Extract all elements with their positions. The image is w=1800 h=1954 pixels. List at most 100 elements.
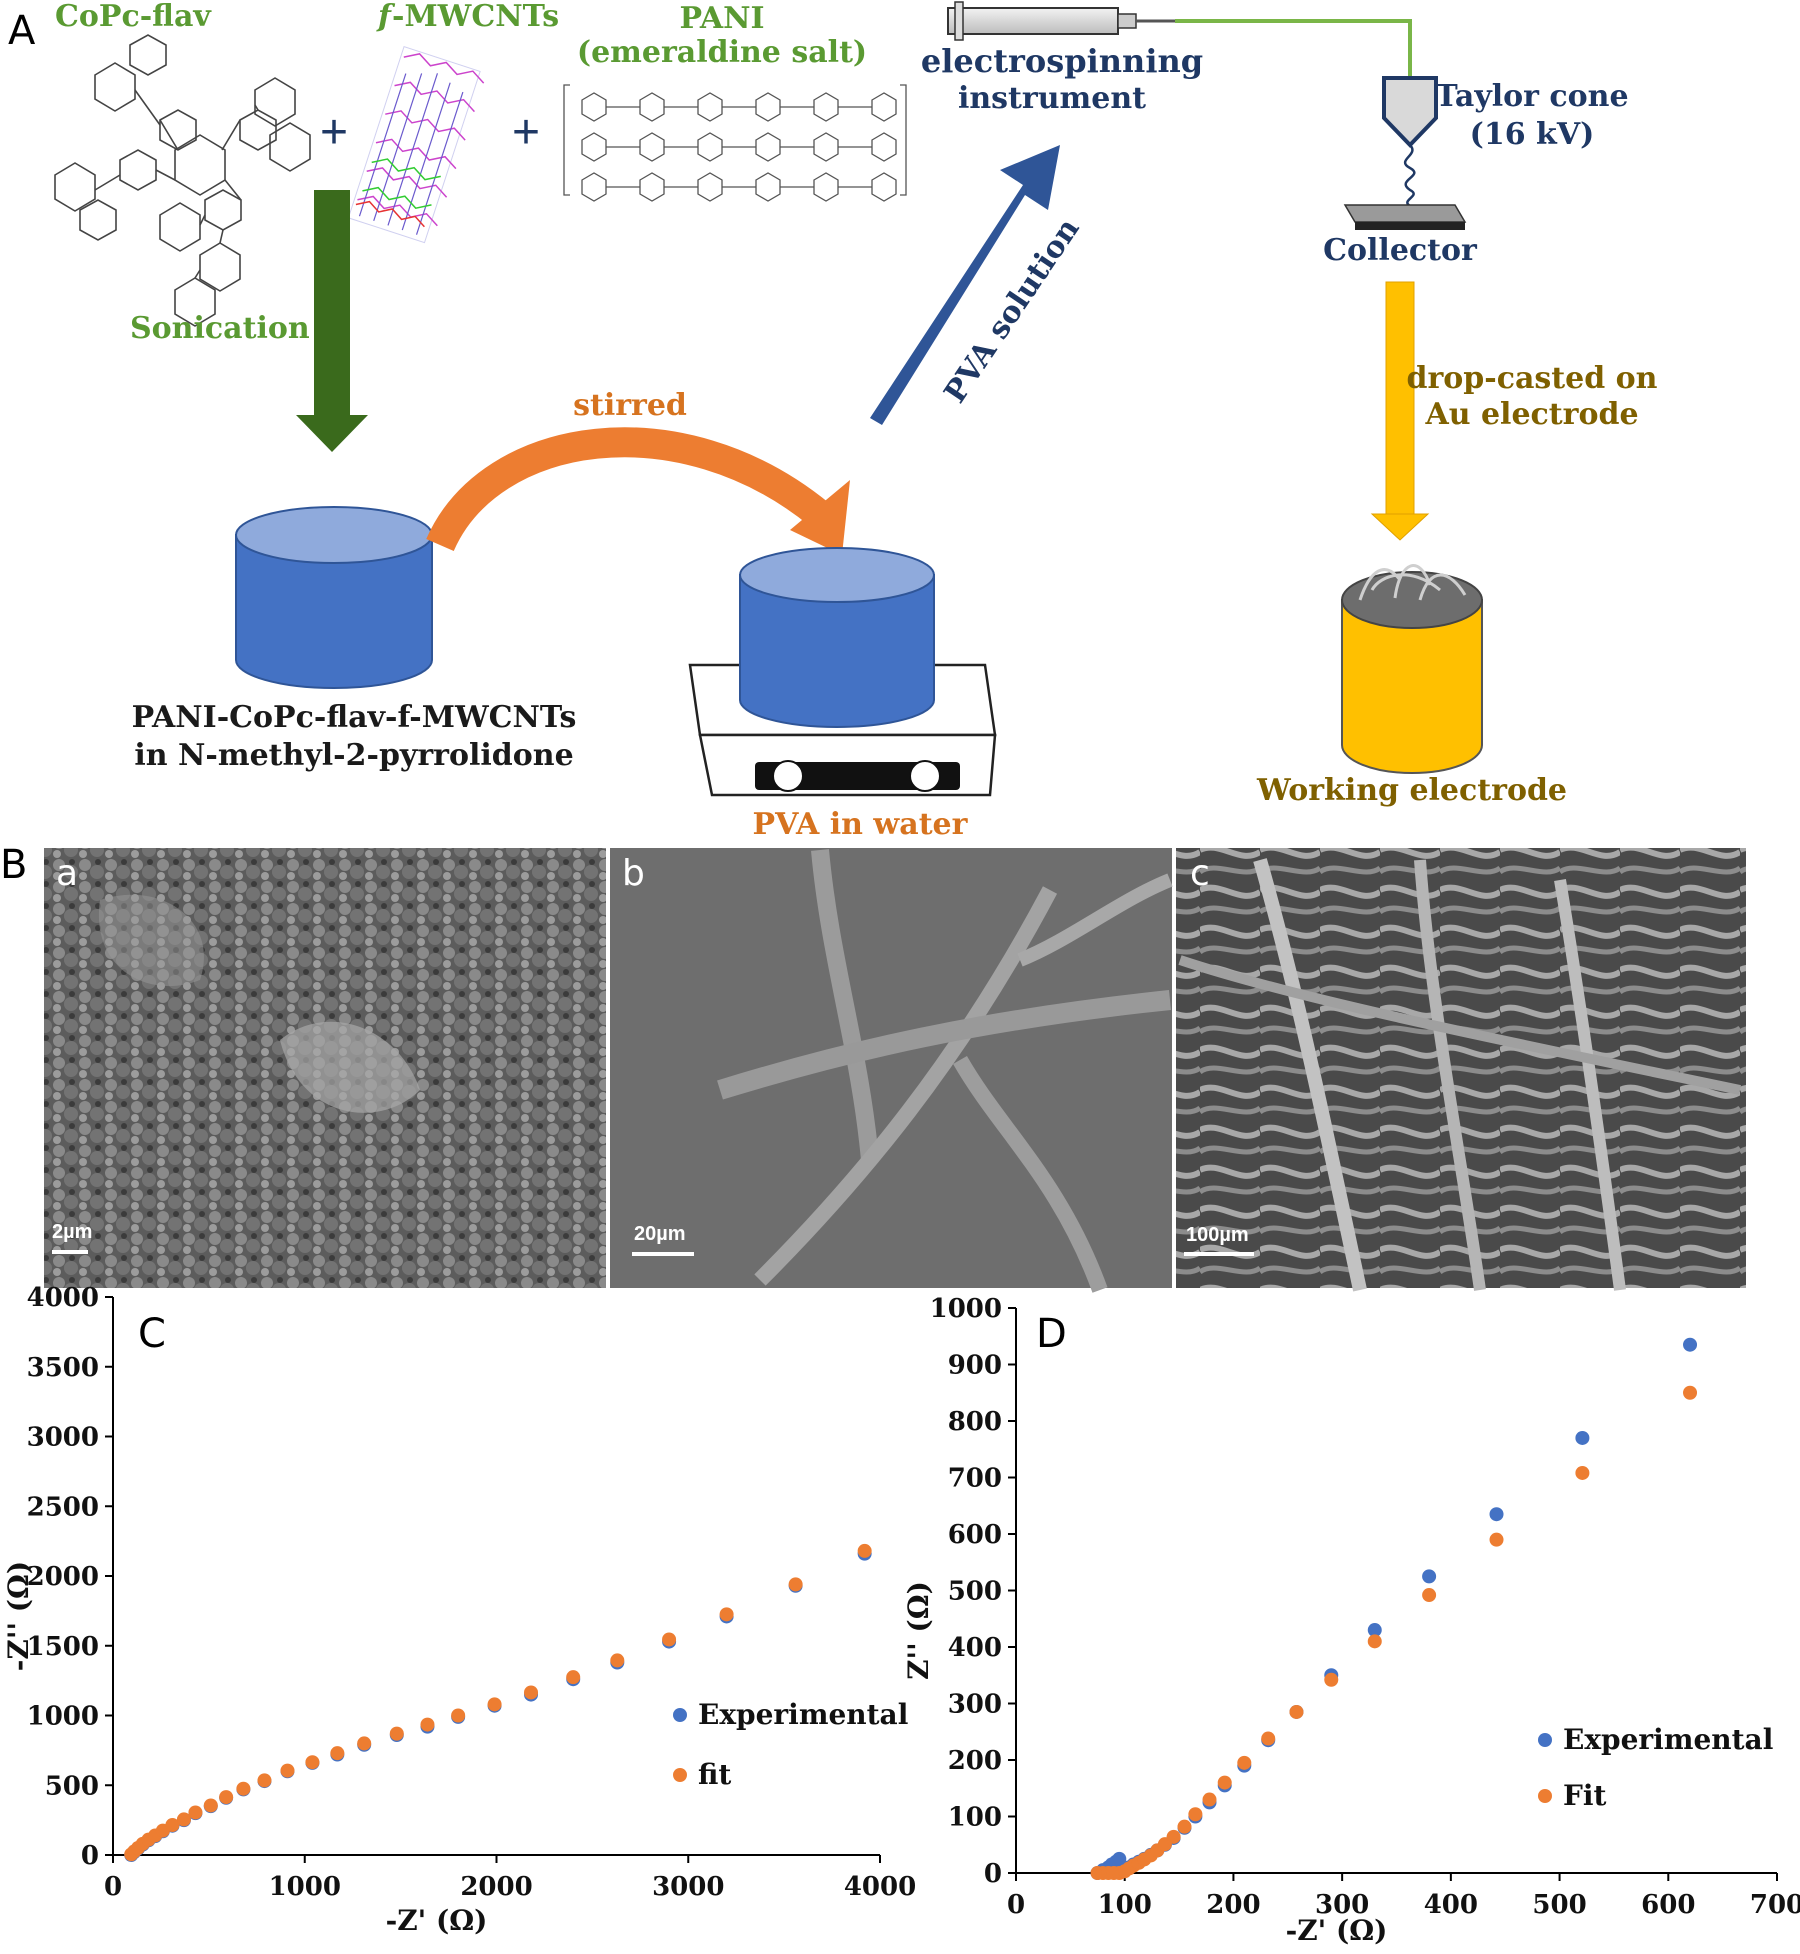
- data-point-fit: [1237, 1755, 1252, 1770]
- data-point-fit: [1289, 1704, 1304, 1719]
- data-point-fit: [1261, 1731, 1276, 1746]
- legend-label-experimental: Experimental: [1563, 1723, 1773, 1756]
- x-tick-label: 4000: [844, 1872, 916, 1902]
- drop-cast-label-line2: Au electrode: [1424, 397, 1638, 432]
- panel-label-b: B: [0, 842, 27, 888]
- legend-marker-experimental: [673, 1708, 687, 1722]
- pva-solution-label: PVA solution: [938, 212, 1087, 409]
- y-tick-label: 500: [948, 1577, 1002, 1607]
- sem-b-scalebar: [632, 1252, 694, 1256]
- sem-c-scalebar: [1184, 1252, 1254, 1256]
- data-point-experimental: [1489, 1507, 1504, 1522]
- legend-marker-fit: [1538, 1789, 1552, 1803]
- data-point-fit: [188, 1805, 203, 1820]
- data-point-fit: [420, 1717, 435, 1732]
- x-axis-label: -Z' (Ω): [386, 1904, 488, 1937]
- legend-marker-fit: [673, 1768, 687, 1782]
- y-tick-label: 400: [948, 1633, 1002, 1663]
- sem-image-a: [44, 848, 606, 1288]
- plus-sign-2: +: [512, 106, 540, 159]
- drop-cast-arrow: [1370, 281, 1430, 541]
- data-point-experimental: [1683, 1337, 1698, 1352]
- y-tick-label: 2500: [27, 1492, 99, 1522]
- data-point-experimental: [1575, 1430, 1590, 1445]
- y-tick-label: 3500: [27, 1353, 99, 1383]
- data-point-fit: [236, 1781, 251, 1796]
- y-tick-label: 0: [81, 1841, 99, 1871]
- y-tick-label: 800: [948, 1407, 1002, 1437]
- legend-label-fit: Fit: [1563, 1779, 1607, 1812]
- data-point-fit: [662, 1632, 677, 1647]
- sem-b-scale: 20µm: [634, 1223, 686, 1245]
- y-tick-label: 1000: [27, 1702, 99, 1732]
- x-axis-label: -Z' (Ω): [1286, 1914, 1388, 1947]
- data-point-fit: [610, 1653, 625, 1668]
- y-tick-label: 2000: [27, 1562, 99, 1592]
- drop-cast-label-line1: drop-casted on: [1406, 361, 1657, 396]
- data-point-fit: [330, 1746, 345, 1761]
- pani-structure: [563, 84, 907, 202]
- x-tick-label: 100: [1098, 1890, 1152, 1920]
- copc-flav-structure: [54, 34, 311, 327]
- sem-image-c: [1176, 848, 1746, 1292]
- data-point-fit: [1575, 1465, 1590, 1480]
- data-point-fit: [451, 1708, 466, 1723]
- sem-c-scale: 100µm: [1186, 1224, 1249, 1246]
- x-tick-label: 700: [1750, 1890, 1800, 1920]
- data-point-fit: [176, 1812, 191, 1827]
- data-point-fit: [1177, 1819, 1192, 1834]
- pva-cylinder: [739, 547, 935, 728]
- plus-sign-1: +: [320, 106, 348, 159]
- data-point-fit: [524, 1685, 539, 1700]
- x-tick-label: 500: [1532, 1890, 1586, 1920]
- y-tick-label: 3000: [27, 1423, 99, 1453]
- sonication-label: Sonication: [130, 311, 310, 346]
- stirred-arrow: [426, 427, 850, 555]
- data-point-fit: [1217, 1775, 1232, 1790]
- data-point-fit: [1367, 1634, 1382, 1649]
- data-point-fit: [257, 1773, 272, 1788]
- x-tick-label: 300: [1315, 1890, 1369, 1920]
- panel-label-a: A: [8, 8, 36, 54]
- working-electrode: [1341, 564, 1483, 774]
- data-point-fit: [566, 1670, 581, 1685]
- pva-solution-arrow: [870, 145, 1060, 425]
- data-point-fit: [357, 1736, 372, 1751]
- y-tick-label: 100: [948, 1803, 1002, 1833]
- y-tick-label: 1000: [930, 1294, 1002, 1324]
- legend-label-fit: fit: [698, 1758, 731, 1791]
- y-tick-label: 900: [948, 1351, 1002, 1381]
- syringe: [947, 1, 1412, 78]
- data-point-experimental: [1422, 1569, 1437, 1584]
- data-point-fit: [219, 1790, 234, 1805]
- sonication-arrow: [296, 190, 368, 452]
- data-point-fit: [719, 1607, 734, 1622]
- stirred-label: stirred: [573, 388, 687, 423]
- y-tick-label: 600: [948, 1520, 1002, 1550]
- y-axis-label: -Z'' (Ω): [2, 1561, 35, 1671]
- x-tick-label: 0: [1007, 1890, 1025, 1920]
- data-point-fit: [165, 1818, 180, 1833]
- data-point-fit: [280, 1763, 295, 1778]
- y-tick-label: 300: [948, 1690, 1002, 1720]
- working-electrode-label: Working electrode: [1256, 773, 1567, 808]
- copc-flav-label: CoPc-flav: [55, 0, 212, 34]
- data-point-experimental: [1112, 1851, 1127, 1866]
- mixture-cylinder: [235, 506, 433, 689]
- data-point-fit: [1422, 1588, 1437, 1603]
- electrospinning-label: electrospinning: [921, 42, 1203, 80]
- data-point-fit: [389, 1726, 404, 1741]
- y-tick-label: 200: [948, 1746, 1002, 1776]
- mwcnts-label: -MWCNTs: [392, 0, 559, 34]
- y-axis-label: Z'' (Ω): [902, 1581, 935, 1680]
- x-tick-label: 3000: [652, 1872, 724, 1902]
- taylor-cone-label: Taylor cone: [1435, 79, 1628, 114]
- legend-label-experimental: Experimental: [698, 1698, 908, 1731]
- x-tick-label: 2000: [460, 1872, 532, 1902]
- data-point-fit: [487, 1697, 502, 1712]
- sem-a-label: a: [56, 853, 78, 894]
- data-point-fit: [203, 1798, 218, 1813]
- pani-emeraldine-label: (emeraldine salt): [577, 35, 867, 70]
- x-tick-label: 200: [1206, 1890, 1260, 1920]
